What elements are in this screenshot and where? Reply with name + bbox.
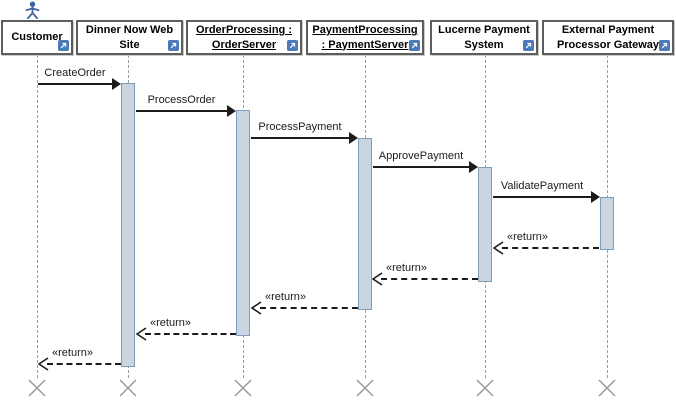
activation-external-payment-gateway[interactable] bbox=[600, 197, 614, 250]
activation-dinner-now-web-site[interactable] bbox=[121, 83, 135, 367]
termination-x-icon bbox=[356, 379, 374, 397]
activation-lucerne-payment-system[interactable] bbox=[478, 167, 492, 282]
message-line bbox=[502, 247, 599, 249]
arrowhead-solid bbox=[591, 191, 600, 203]
lifeline-customer bbox=[37, 55, 38, 378]
arrowhead-solid bbox=[349, 132, 358, 144]
message-label: «return» bbox=[150, 317, 191, 329]
termination-x-icon bbox=[28, 379, 46, 397]
arrowhead-solid bbox=[112, 78, 121, 90]
lifeline-head-paymentprocessing[interactable]: PaymentProcessing : PaymentServer bbox=[306, 20, 424, 55]
lifeline-head-external-payment-gateway[interactable]: External Payment Processor Gateway bbox=[542, 20, 674, 55]
message-return-external-to-lucerne[interactable]: «return» bbox=[493, 231, 599, 255]
message-return-dinnernow-to-customer[interactable]: «return» bbox=[38, 347, 121, 371]
message-line bbox=[136, 110, 228, 112]
arrowhead-open bbox=[372, 272, 383, 286]
message-label: ApprovePayment bbox=[378, 150, 464, 162]
message-label: «return» bbox=[52, 347, 93, 359]
lifeline-head-orderprocessing[interactable]: OrderProcessing : OrderServer bbox=[186, 20, 302, 55]
message-approve-payment[interactable]: ApprovePayment bbox=[373, 150, 478, 174]
lifeline-label: Dinner Now Web Site bbox=[85, 24, 174, 51]
arrowhead-open bbox=[493, 241, 504, 255]
message-line bbox=[260, 307, 358, 309]
message-return-paymentprocessing-to-orderprocessing[interactable]: «return» bbox=[251, 291, 358, 315]
message-line bbox=[493, 196, 592, 198]
arrowhead-solid bbox=[227, 105, 236, 117]
termination-x-icon bbox=[119, 379, 137, 397]
lifeline-label: OrderProcessing : OrderServer bbox=[196, 24, 292, 51]
arrowhead-open bbox=[38, 357, 49, 371]
lifeline-label: External Payment Processor Gateway bbox=[556, 24, 660, 51]
navigate-icon[interactable] bbox=[168, 40, 179, 51]
message-label: ProcessPayment bbox=[258, 121, 342, 133]
termination-x-icon bbox=[234, 379, 252, 397]
message-return-lucerne-to-paymentprocessing[interactable]: «return» bbox=[372, 262, 478, 286]
lifeline-head-customer[interactable]: Customer bbox=[1, 20, 73, 55]
message-label: CreateOrder bbox=[44, 67, 106, 79]
message-return-orderprocessing-to-dinnernow[interactable]: «return» bbox=[136, 317, 236, 341]
message-line bbox=[47, 363, 121, 365]
arrowhead-solid bbox=[469, 161, 478, 173]
message-label: ValidatePayment bbox=[500, 180, 584, 192]
termination-x-icon bbox=[598, 379, 616, 397]
message-line bbox=[251, 137, 350, 139]
message-label: «return» bbox=[265, 291, 306, 303]
lifeline-label: Customer bbox=[11, 31, 63, 44]
message-process-payment[interactable]: ProcessPayment bbox=[251, 121, 358, 145]
message-process-order[interactable]: ProcessOrder bbox=[136, 94, 236, 118]
termination-x-icon bbox=[476, 379, 494, 397]
message-create-order[interactable]: CreateOrder bbox=[38, 67, 121, 91]
message-line bbox=[381, 278, 478, 280]
message-label: «return» bbox=[507, 231, 548, 243]
lifeline-label: PaymentProcessing : PaymentServer bbox=[312, 24, 418, 51]
navigate-icon[interactable] bbox=[58, 40, 69, 51]
activation-orderprocessing[interactable] bbox=[236, 110, 250, 336]
navigate-icon[interactable] bbox=[409, 40, 420, 51]
navigate-icon[interactable] bbox=[523, 40, 534, 51]
arrowhead-open bbox=[251, 301, 262, 315]
message-line bbox=[373, 166, 470, 168]
navigate-icon[interactable] bbox=[287, 40, 298, 51]
message-label: ProcessOrder bbox=[147, 94, 216, 106]
lifeline-head-lucerne-payment-system[interactable]: Lucerne Payment System bbox=[430, 20, 538, 55]
message-line bbox=[145, 333, 236, 335]
navigate-icon[interactable] bbox=[659, 40, 670, 51]
lifeline-label: Lucerne Payment System bbox=[438, 24, 530, 51]
message-label: «return» bbox=[386, 262, 427, 274]
lifeline-head-dinner-now-web-site[interactable]: Dinner Now Web Site bbox=[76, 20, 183, 55]
actor-icon bbox=[25, 1, 40, 19]
message-line bbox=[38, 83, 113, 85]
arrowhead-open bbox=[136, 327, 147, 341]
message-validate-payment[interactable]: ValidatePayment bbox=[493, 180, 600, 204]
activation-paymentprocessing[interactable] bbox=[358, 138, 372, 310]
